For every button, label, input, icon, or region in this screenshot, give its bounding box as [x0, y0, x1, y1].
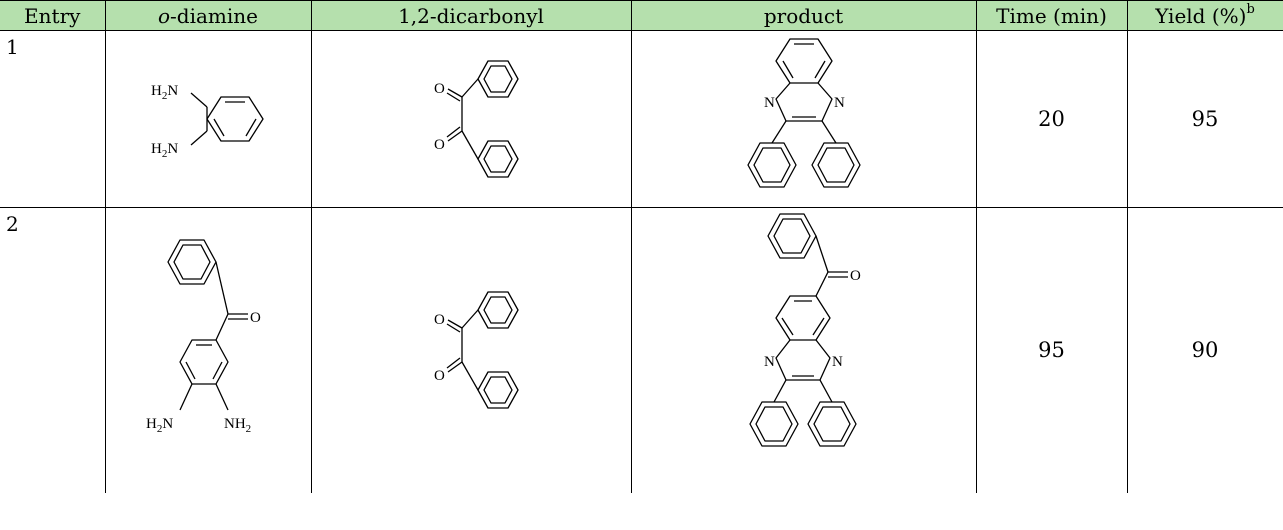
benzil-structure: O O [434, 60, 519, 178]
nh2-label: NH2 [224, 416, 251, 435]
entry-cell: 2 [0, 207, 106, 493]
product-cell: N N [630, 30, 977, 208]
header-row: Entry o-diamine 1,2-dicarbonyl product T… [0, 0, 1283, 31]
dicarbonyl-cell: O O [310, 30, 632, 208]
nitrogen-label: N [764, 95, 775, 111]
entry-cell: 1 [0, 30, 106, 208]
header-diamine-prefix: o [157, 3, 171, 28]
time-cell: 20 [975, 30, 1128, 208]
nh2-label: H2N [151, 141, 178, 160]
yield-cell: 95 [1126, 30, 1283, 208]
header-product: product [630, 0, 977, 31]
nitrogen-label: N [764, 354, 775, 370]
diamine-cell: O H2N NH2 [104, 207, 312, 493]
nitrogen-label: N [832, 354, 843, 370]
yield-cell: 90 [1126, 207, 1283, 493]
oxygen-label: O [434, 312, 445, 328]
oxygen-label: O [434, 368, 445, 384]
o-phenylenediamine-structure: H2N H2N [151, 83, 264, 160]
table-row: 1 H2N H2N [0, 30, 1283, 208]
benzoyl-diphenylquinoxaline-structure: O N N [748, 213, 861, 447]
header-dicarbonyl: 1,2-dicarbonyl [310, 0, 632, 31]
diaminobenzophenone-structure: O H2N NH2 [146, 239, 261, 435]
table-row: 2 [0, 207, 1283, 493]
nh2-label: H2N [146, 416, 173, 435]
oxygen-label: O [434, 137, 445, 153]
header-yield-text: Yield (%) [1155, 3, 1247, 28]
oxygen-label: O [434, 81, 445, 97]
time-cell: 95 [975, 207, 1128, 493]
diphenylquinoxaline-structure: N N [746, 38, 861, 188]
oxygen-label: O [850, 268, 861, 284]
header-entry: Entry [0, 0, 106, 31]
benzil-structure: O O [434, 291, 519, 409]
diamine-cell: H2N H2N [104, 30, 312, 208]
header-time: Time (min) [975, 0, 1128, 31]
nitrogen-label: N [834, 95, 845, 111]
header-yield-footnote: b [1246, 1, 1255, 17]
header-diamine-rest: -diamine [170, 3, 258, 28]
header-diamine: o-diamine [104, 0, 312, 31]
reaction-table: Entry o-diamine 1,2-dicarbonyl product T… [0, 0, 1283, 493]
dicarbonyl-cell: O O [310, 207, 632, 493]
header-yield: Yield (%)b [1126, 0, 1283, 31]
nh2-label: H2N [151, 83, 178, 102]
product-cell: O N N [630, 207, 977, 493]
oxygen-label: O [250, 310, 261, 326]
